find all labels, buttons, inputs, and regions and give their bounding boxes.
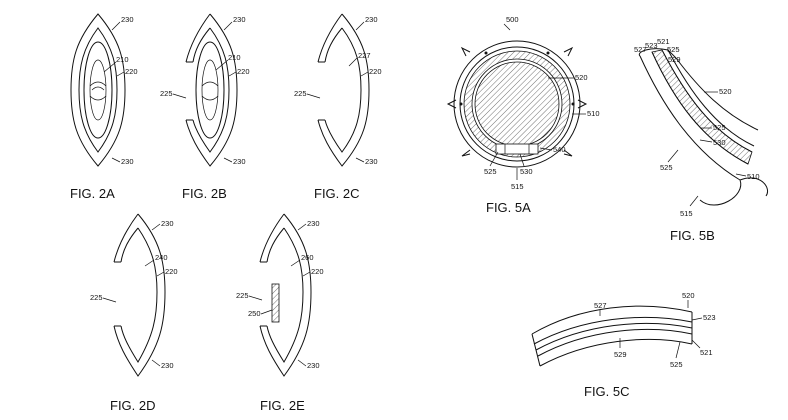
fig-2e: 230 260 220 225 250 230 FIG. 2E [236,213,324,413]
ref-2d-left: 225 [90,293,103,302]
ref-5b-525a: 525 [667,45,680,54]
ref-2c-left: 225 [294,89,307,98]
fig-5a-label: FIG. 5A [486,200,531,215]
ref-2d-top: 230 [161,219,174,228]
fig-2a: 230 210 220 230 FIG. 2A [70,13,138,201]
ref-2a-bottom: 230 [121,157,134,166]
ref-5b-530: 530 [713,138,726,147]
ref-2c-mid: 227 [358,51,371,60]
ref-5a-gap-right: 540 [553,145,566,154]
ref-5a-gap-mid: 530 [520,167,533,176]
fig-2b: 230 210 220 225 230 FIG. 2B [160,13,250,201]
ref-2a-right: 220 [125,67,138,76]
fig-5c-label: FIG. 5C [584,384,630,399]
ref-2c-top: 230 [365,15,378,24]
fig-2e-label: FIG. 2E [260,398,305,413]
ref-5b-510: 510 [747,172,760,181]
fig-2d-label: FIG. 2D [110,398,156,413]
ref-2e-bottom: 230 [307,361,320,370]
ref-5a-outer: 510 [587,109,600,118]
fig-5c: 520 527 523 521 529 525 FIG. 5C [531,291,716,399]
ref-2b-left: 225 [160,89,173,98]
fig-5a: 500 520 510 525 530 540 515 FIG. 5A [446,15,600,215]
ref-5b-527: 527 [634,45,647,54]
ref-2c-bottom: 230 [365,157,378,166]
ref-5c-527: 527 [594,301,607,310]
ref-2e-insert: 250 [248,309,261,318]
fig-2b-label: FIG. 2B [182,186,227,201]
ref-2b-bottom: 230 [233,157,246,166]
ref-2c-right: 220 [369,67,382,76]
ref-5b-529: 529 [668,55,681,64]
ref-5b-523: 523 [645,41,658,50]
ref-5c-520: 520 [682,291,695,300]
ref-5a-inner: 520 [575,73,588,82]
fig-5b: 527 523 521 525 529 520 525 530 510 525 … [634,37,768,243]
ref-2b-mid: 210 [228,53,241,62]
ref-2e-left: 225 [236,291,249,300]
ref-5b-520: 520 [719,87,732,96]
ref-5c-529: 529 [614,350,627,359]
ref-2d-right: 220 [165,267,178,276]
ref-2d-mid: 240 [155,253,168,262]
ref-5b-525b: 525 [713,123,726,132]
ref-5c-521: 521 [700,348,713,357]
ref-2b-right: 220 [237,67,250,76]
ref-5a-gap-left: 525 [484,167,497,176]
ref-2a-top: 230 [121,15,134,24]
ref-5a-device: 500 [506,15,519,24]
ref-2a-mid: 210 [116,55,129,64]
fig-2a-label: FIG. 2A [70,186,115,201]
ref-2b-top: 230 [233,15,246,24]
ref-5c-525: 525 [670,360,683,369]
ref-2e-top: 230 [307,219,320,228]
fig-5b-label: FIG. 5B [670,228,715,243]
ref-2e-mid: 260 [301,253,314,262]
fig-2c: 230 227 220 225 230 FIG. 2C [294,13,382,201]
ref-5a-bottom: 515 [511,182,524,191]
ref-5c-523: 523 [703,313,716,322]
ref-5b-521: 521 [657,37,670,46]
fig-2c-label: FIG. 2C [314,186,360,201]
ref-2d-bottom: 230 [161,361,174,370]
ref-2e-right: 220 [311,267,324,276]
fig-2d: 230 240 220 225 230 FIG. 2D [90,213,178,413]
ref-5b-515: 515 [680,209,693,218]
ref-5b-525c: 525 [660,163,673,172]
